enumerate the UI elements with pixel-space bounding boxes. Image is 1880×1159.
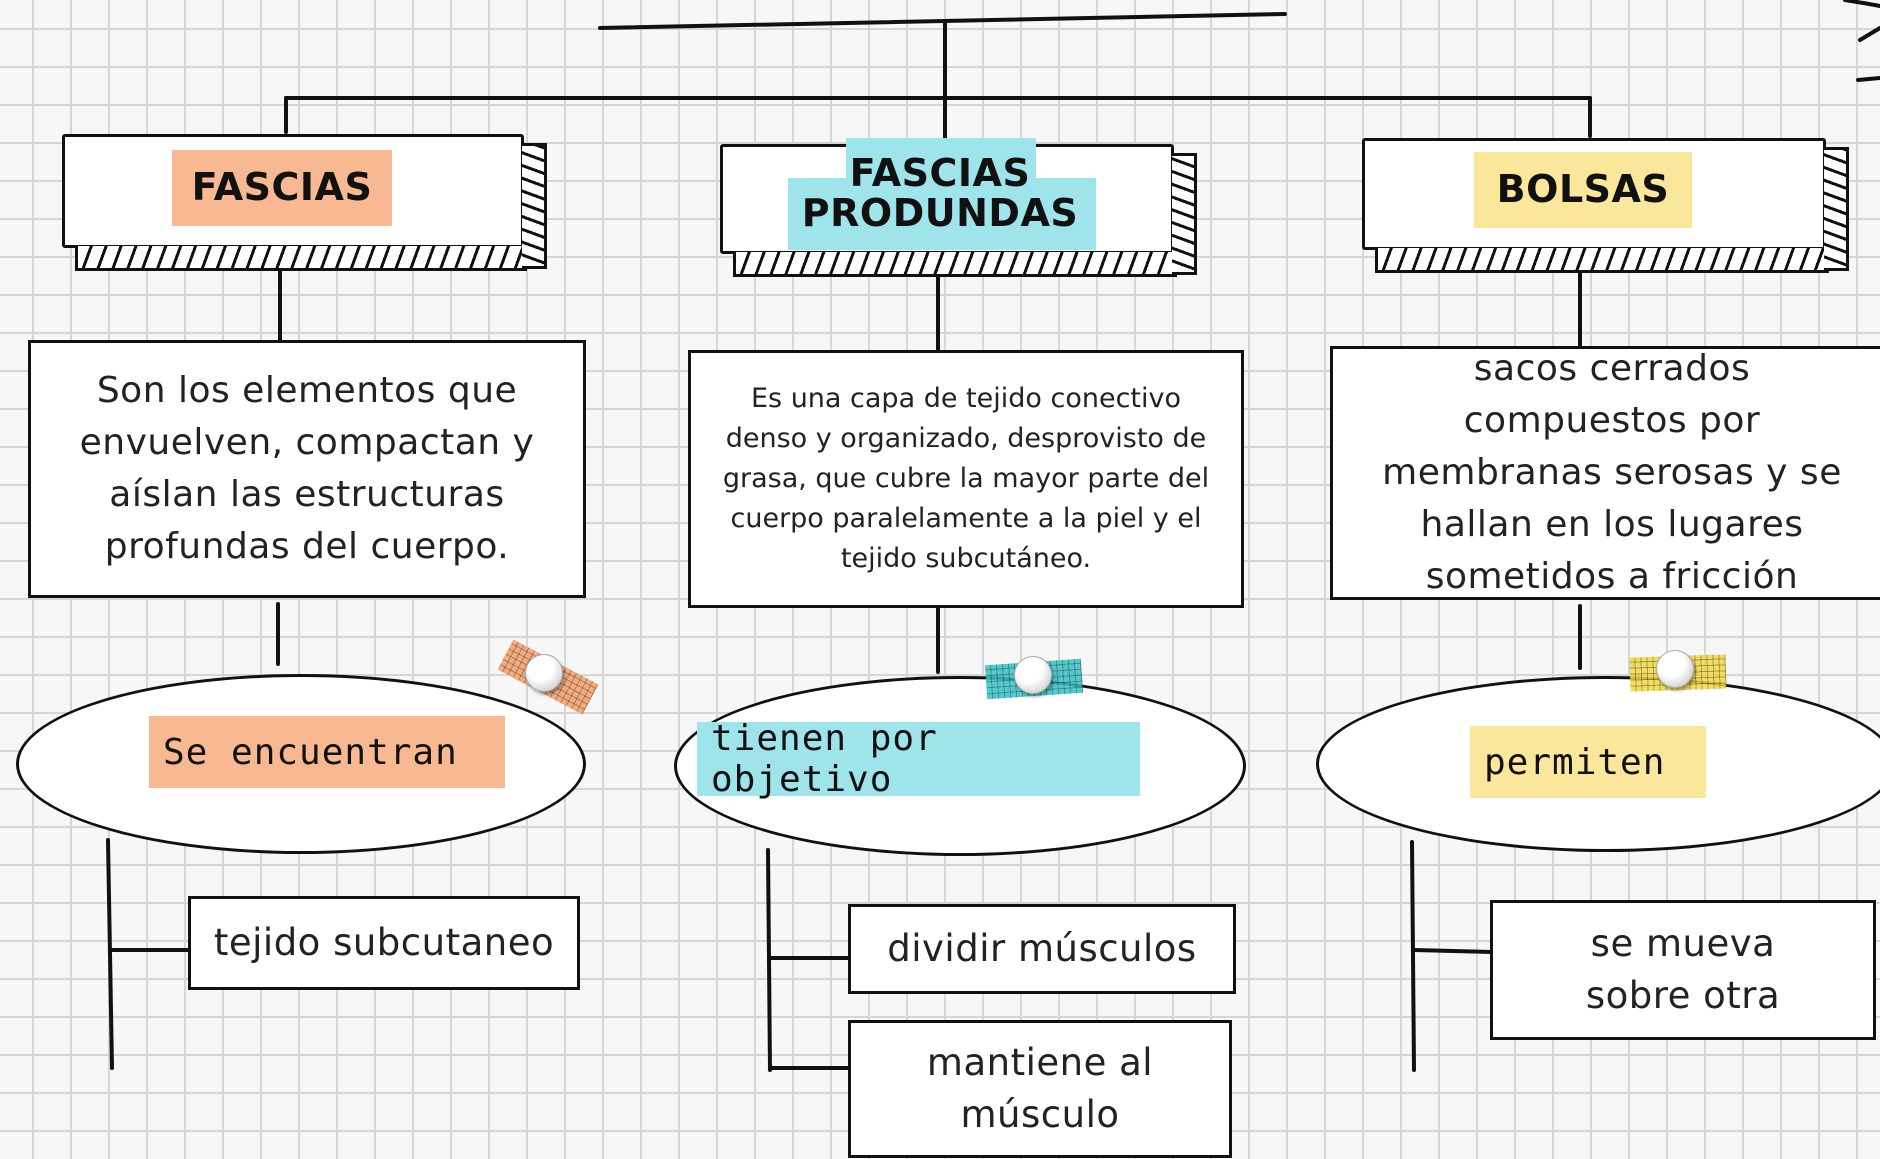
leaf-se-mueva-sobre-otra: se mueva sobre otra [1490,900,1876,1040]
bolsas-connector-label: permiten [1470,726,1706,798]
fascias-description: Son los elementos que envuelven, compact… [79,370,535,567]
fascias-profundas-description-box: Es una capa de tejido conectivo denso y … [688,350,1244,608]
pushpin-icon [1014,656,1052,694]
fascias-profundas-title-highlight-top [846,138,1036,184]
fascias-description-box: Son los elementos que envuelven, compact… [28,340,586,598]
pushpin-icon [525,654,563,692]
leaf-tejido-subcutaneo: tejido subcutaneo [188,896,580,990]
pushpin-icon [1656,650,1694,688]
leaf-dividir-musculos: dividir músculos [848,904,1236,994]
title-line-2: PRODUNDAS [801,191,1079,235]
fascias-profundas-title: FASCIAS PRODUNDAS [780,148,1100,240]
fascias-profundas-connector-label: tienen por objetivo [697,718,1140,800]
fascias-connector-label: Se encuentran [149,716,505,788]
bolsas-description-box: sacos cerrados compuestos por membranas … [1330,346,1880,600]
bolsas-description: sacos cerrados compuestos por membranas … [1382,348,1842,597]
bolsas-title: BOLSAS [1474,152,1692,228]
fascias-profundas-description: Es una capa de tejido conectivo denso y … [722,383,1210,574]
title-line-1: FASCIAS [849,151,1031,196]
leaf-mantiene-al-musculo: mantiene al músculo [848,1020,1232,1158]
fascias-profundas-title-highlight [788,178,1096,250]
fascias-title: FASCIAS [172,150,392,226]
